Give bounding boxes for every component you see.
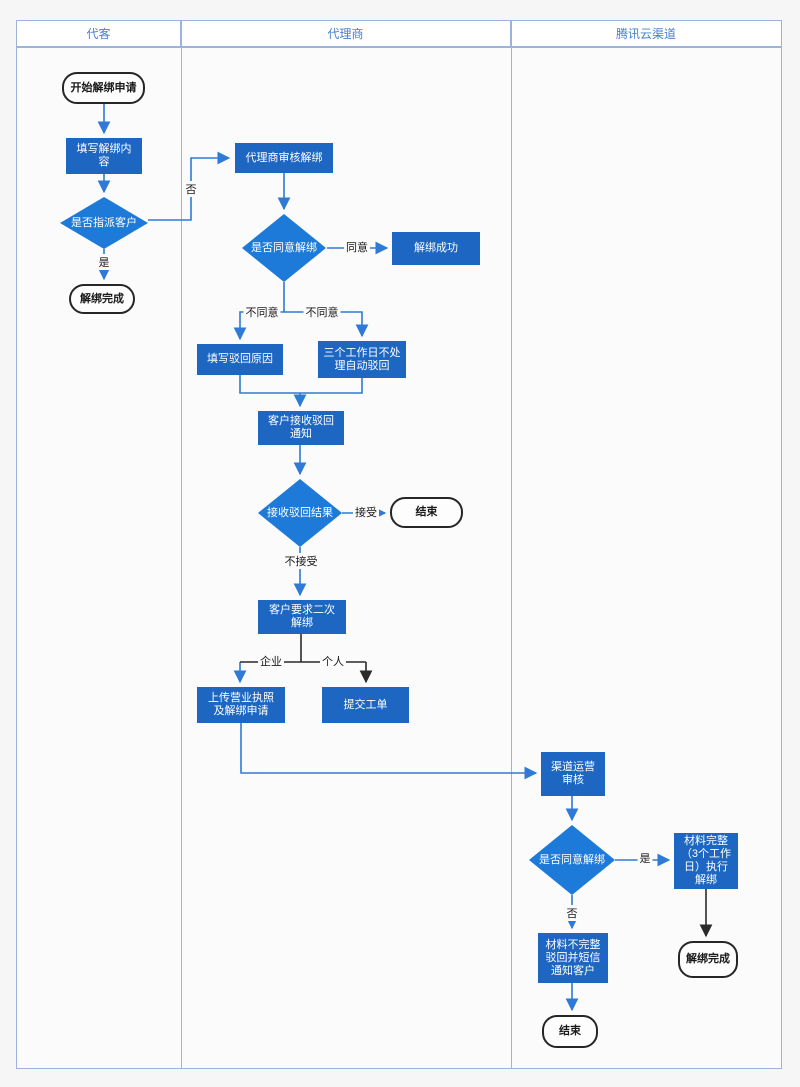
node-fill-content: 填写解绑内 容 xyxy=(66,138,142,174)
edge-label-personal: 个人 xyxy=(320,653,346,669)
node-submit-ticket: 提交工单 xyxy=(322,687,409,723)
lane-header: 代客 代理商 腾讯云渠道 xyxy=(17,21,781,48)
node-end-middle: 结束 xyxy=(390,497,463,528)
lane-title-agent: 代理商 xyxy=(181,21,511,46)
edge-label-no2: 否 xyxy=(564,905,580,921)
lane-divider-1 xyxy=(181,21,182,1068)
swimlane-table: 代客 代理商 腾讯云渠道 xyxy=(16,20,782,1069)
node-receive-notice: 客户接收驳回 通知 xyxy=(258,411,344,445)
edge-label-enterprise: 企业 xyxy=(258,653,284,669)
node-agent-review: 代理商审核解绑 xyxy=(235,143,333,173)
edge-label-disagree-left: 不同意 xyxy=(243,304,281,320)
node-channel-review: 渠道运营 审核 xyxy=(541,752,605,796)
edge-label-yes1: 是 xyxy=(96,254,112,270)
node-fill-reject-reason: 填写驳回原因 xyxy=(197,344,283,375)
lane-title-customer: 代客 xyxy=(17,21,181,46)
edge-label-not-accept: 不接受 xyxy=(282,553,320,569)
node-start-request: 开始解绑申请 xyxy=(62,72,145,104)
node-upload-license: 上传营业执照 及解绑申请 xyxy=(197,687,285,723)
node-second-unbind: 客户要求二次 解绑 xyxy=(258,600,346,634)
node-material-complete: 材料完整 （3个工作 日）执行 解绑 xyxy=(674,833,738,889)
edge-label-accept: 接受 xyxy=(353,504,379,520)
lane-divider-2 xyxy=(511,21,512,1068)
node-unbind-done-right: 解绑完成 xyxy=(678,941,738,978)
node-unbind-success: 解绑成功 xyxy=(392,232,480,265)
lane-title-tencent: 腾讯云渠道 xyxy=(615,27,676,41)
node-auto-reject: 三个工作日不处 理自动驳回 xyxy=(318,341,406,378)
edge-label-disagree-right: 不同意 xyxy=(303,304,341,320)
edge-label-yes2: 是 xyxy=(637,850,653,866)
edge-label-no1: 否 xyxy=(183,181,199,197)
edge-label-agree: 同意 xyxy=(344,239,370,255)
node-unbind-done-left: 解绑完成 xyxy=(69,284,135,314)
node-material-incomplete: 材料不完整 驳回并短信 通知客户 xyxy=(538,933,608,983)
node-end-bottom: 结束 xyxy=(542,1015,598,1048)
